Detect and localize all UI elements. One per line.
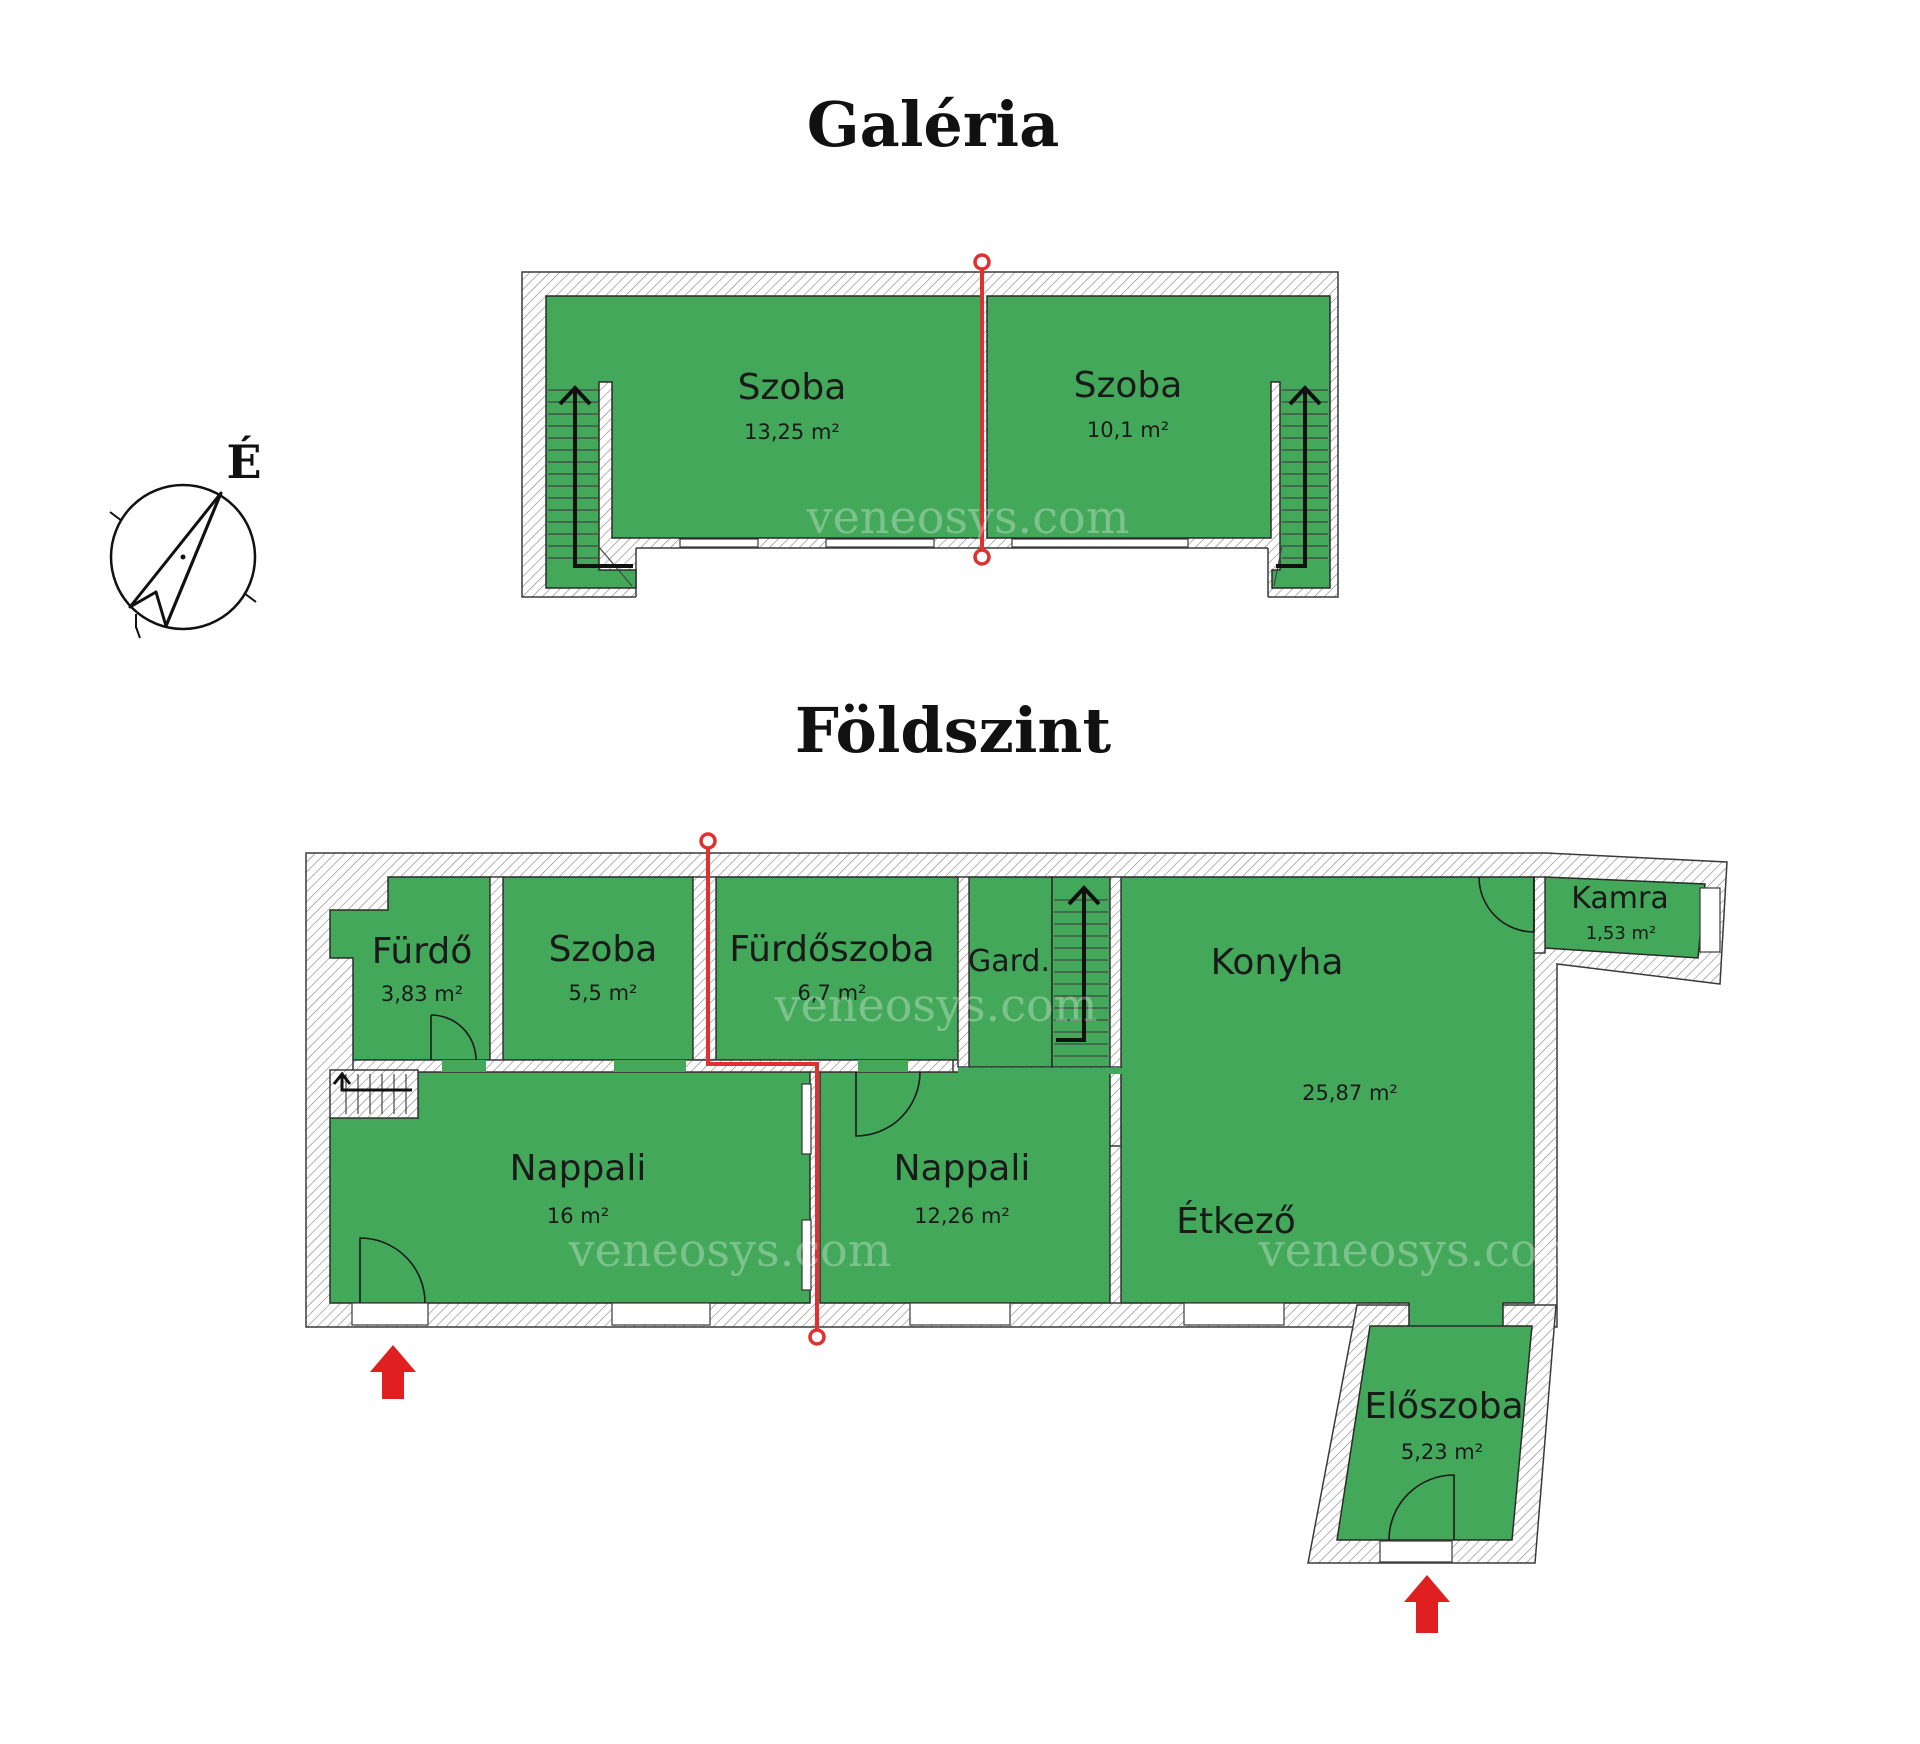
sliding-door — [801, 1219, 812, 1291]
galeria-stairs-left — [548, 385, 633, 587]
galeria-window — [825, 538, 935, 548]
galeria-stairs-right — [1273, 385, 1328, 587]
room-name: Szoba — [1074, 365, 1183, 406]
room-name: Étkező — [1176, 1200, 1296, 1242]
galeria-plan: Szoba 13,25 m² Szoba 10,1 m² veneosys.co… — [521, 253, 1339, 600]
door-swing-icon — [855, 1071, 921, 1137]
stairs-small — [332, 1071, 412, 1114]
wall-partition — [1109, 1145, 1122, 1304]
galeria-window — [1011, 538, 1189, 548]
door-swing-icon — [1478, 876, 1535, 933]
room-area: 16 m² — [547, 1204, 609, 1228]
watermark: veneosys.com — [1258, 1223, 1582, 1277]
room-area: 25,87 m² — [1302, 1081, 1398, 1105]
foldszint-section-line — [706, 841, 819, 1335]
window — [1699, 887, 1721, 953]
foldszint-plan: Fürdő 3,83 m² Szoba 5,5 m² Fürdőszoba 6,… — [305, 832, 1728, 1633]
window — [1379, 1540, 1453, 1563]
room-name: Előszoba — [1364, 1386, 1523, 1427]
wall-partition — [1533, 876, 1546, 954]
stairs-arrow-icon — [1056, 888, 1086, 1042]
room-area: 5,5 m² — [569, 981, 638, 1005]
section-marker-icon — [699, 832, 717, 850]
entry-arrow-icon — [370, 1345, 416, 1399]
window — [1183, 1302, 1285, 1326]
stairs-arrow-icon — [573, 388, 633, 568]
stairs-main — [1054, 885, 1108, 1057]
section-marker-icon — [973, 253, 991, 271]
room-name: Konyha — [1211, 942, 1344, 983]
room-area: 6,7 m² — [798, 981, 867, 1005]
watermark: veneosys.com — [568, 1223, 892, 1277]
room-area: 10,1 m² — [1087, 418, 1169, 442]
compass: É — [109, 434, 262, 639]
entry-arrow-icon — [1404, 1575, 1450, 1633]
room-name: Fürdő — [372, 931, 473, 972]
wall-partition — [692, 876, 717, 1061]
room-name: Nappali — [894, 1148, 1031, 1189]
galeria-notch — [636, 548, 1268, 600]
foldszint-title: Földszint — [795, 694, 1112, 767]
galeria-title: Galéria — [807, 88, 1060, 161]
room-name: Kamra — [1571, 881, 1668, 916]
watermark: veneosys.com — [806, 490, 1130, 544]
room-name: Szoba — [549, 929, 658, 970]
sliding-door — [801, 1083, 812, 1155]
room-furdoszoba — [715, 876, 959, 1061]
window — [611, 1302, 711, 1326]
wall-partition — [1109, 876, 1122, 1068]
compass-ring — [109, 483, 257, 631]
room-name: Gard. — [968, 944, 1050, 979]
room-area: 12,26 m² — [914, 1204, 1010, 1228]
door-opening — [442, 1060, 486, 1072]
room-area: 3,83 m² — [381, 982, 463, 1006]
room-szoba — [502, 876, 694, 1061]
room-name: Szoba — [738, 367, 847, 408]
room-name: Fürdőszoba — [729, 929, 934, 970]
door-opening — [858, 1060, 908, 1072]
door-swing-icon — [1388, 1474, 1455, 1541]
window — [909, 1302, 1011, 1326]
door-opening — [958, 1068, 1122, 1074]
window — [351, 1302, 429, 1326]
door-swing-icon — [430, 1014, 477, 1061]
wall-partition — [489, 876, 504, 1068]
stairs-arrow-icon — [340, 1075, 412, 1092]
room-nappali-right — [819, 1071, 1111, 1304]
door-opening — [614, 1060, 686, 1072]
section-marker-icon — [973, 548, 991, 566]
room-area: 5,23 m² — [1401, 1440, 1483, 1464]
watermark: veneosys.com — [774, 978, 1098, 1032]
room-area: 1,53 m² — [1586, 923, 1657, 944]
room-area: 13,25 m² — [744, 420, 840, 444]
room-gard — [968, 876, 1053, 1068]
wall-partition — [957, 876, 970, 1068]
room-name: Nappali — [510, 1148, 647, 1189]
room-eloszoba — [1336, 1325, 1533, 1541]
compass-north-label: É — [226, 434, 261, 489]
galeria-room-szoba-right — [986, 295, 1331, 589]
galeria-window — [679, 538, 759, 548]
door-swing-icon — [359, 1237, 426, 1304]
stairs-arrow-icon — [1276, 388, 1307, 568]
section-marker-icon — [808, 1328, 826, 1346]
